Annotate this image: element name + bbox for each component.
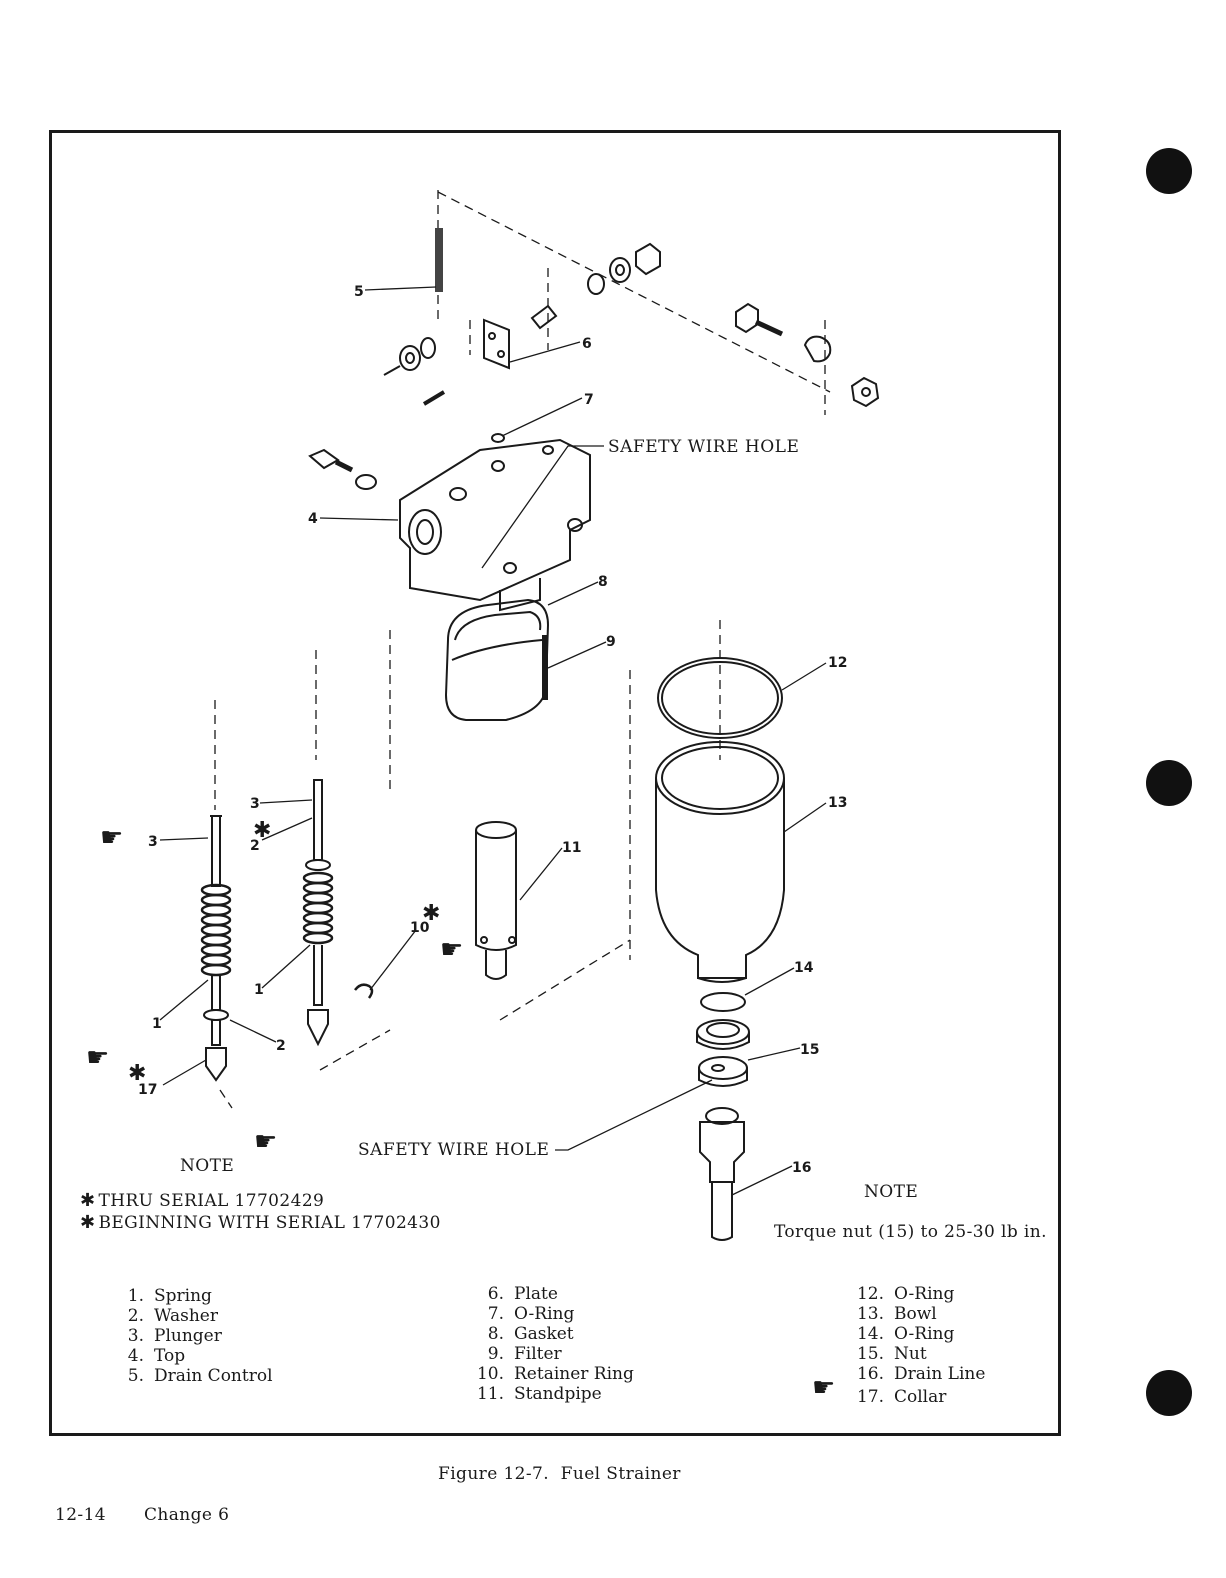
label-10: 10 (410, 920, 430, 936)
legend-item: 12.O-Ring (856, 1284, 955, 1304)
legend-item: 7.O-Ring (487, 1304, 575, 1324)
binder-hole-dot (1146, 760, 1192, 806)
pointing-hand-icon: ☛ (100, 823, 123, 853)
star-icon: ✱ (80, 1190, 96, 1211)
label-1-old: 1 (152, 1016, 162, 1032)
legend-col-2: 6.Plate 7.O-Ring 8.Gasket 9.Filter 10.Re… (470, 1284, 634, 1404)
label-1-new: 1 (254, 982, 264, 998)
nut-icon (850, 376, 880, 408)
legend-col-3: 12.O-Ring 13.Bowl 14.O-Ring 15.Nut 16.Dr… (850, 1284, 985, 1407)
pointing-hand-icon: ☛ (440, 935, 463, 965)
legend-item: 6.Plate (487, 1284, 558, 1304)
note-left-line-1: ✱THRU SERIAL 17702429 (80, 1190, 325, 1211)
label-6: 6 (582, 336, 592, 352)
page-number: 12-14 (55, 1505, 107, 1525)
label-13: 13 (828, 795, 847, 811)
label-2-new: 2 (250, 838, 260, 854)
legend-col-1: 1.Spring 2.Washer 3.Plunger 4.Top 5.Drai… (120, 1286, 273, 1386)
pointing-hand-icon: ☛ (812, 1373, 835, 1403)
change-number: Change 6 (144, 1505, 230, 1525)
label-11: 11 (562, 840, 581, 856)
gasket-filter (444, 598, 550, 721)
legend-item: 17.Collar (856, 1387, 947, 1407)
legend-item: 1.Spring (127, 1286, 212, 1306)
legend-item: 16.Drain Line (856, 1364, 986, 1384)
label-3-new: 3 (250, 796, 260, 812)
drain-line (699, 1107, 745, 1241)
note-right-title: NOTE (864, 1182, 919, 1202)
label-12: 12 (828, 655, 847, 671)
label-4: 4 (308, 511, 318, 527)
legend-item: 11.Standpipe (476, 1384, 602, 1404)
o-ring-12 (657, 657, 783, 739)
pointing-hand-icon: ☛ (86, 1043, 109, 1073)
pointing-hand-icon: ☛ (254, 1127, 277, 1157)
legend-item: 9.Filter (487, 1344, 562, 1364)
drain-control-spring (435, 228, 443, 292)
legend-item: 3.Plunger (127, 1326, 222, 1346)
plunger-assembly-old (200, 815, 232, 1082)
label-5: 5 (354, 284, 364, 300)
binder-hole-dot (1146, 1370, 1192, 1416)
plunger-assembly-new (302, 779, 334, 1047)
plate-part (483, 318, 510, 370)
label-14: 14 (794, 960, 814, 976)
nut-icon (399, 345, 421, 371)
note-right-text: Torque nut (15) to 25-30 lb in. (774, 1222, 1047, 1242)
bowl (655, 741, 785, 983)
legend-item: 5.Drain Control (127, 1366, 273, 1386)
legend-item: 15.Nut (856, 1344, 927, 1364)
legend-item: 10.Retainer Ring (476, 1364, 634, 1384)
label-17: 17 (138, 1082, 157, 1098)
clamp-part (803, 335, 832, 363)
bolt-head (635, 242, 661, 276)
safety-wire-hole-top: SAFETY WIRE HOLE (608, 437, 799, 457)
standpipe (475, 821, 517, 980)
legend-item: 4.Top (127, 1346, 186, 1366)
label-16: 16 (792, 1160, 811, 1176)
strainer-top-body (399, 438, 591, 612)
label-3-old: 3 (148, 834, 158, 850)
star-icon: ✱ (128, 1061, 146, 1086)
legend-item: 13.Bowl (856, 1304, 937, 1324)
label-15: 15 (800, 1042, 819, 1058)
label-8: 8 (598, 574, 608, 590)
star-icon: ✱ (80, 1212, 96, 1233)
star-icon: ✱ (422, 901, 440, 926)
label-7: 7 (584, 392, 594, 408)
safety-wire-hole-bottom: SAFETY WIRE HOLE (358, 1140, 549, 1160)
retainer-ring (354, 983, 374, 999)
figure-frame (49, 130, 1061, 1436)
legend-item: 8.Gasket (487, 1324, 574, 1344)
legend-item: 14.O-Ring (856, 1324, 955, 1344)
binder-hole-dot (1146, 148, 1192, 194)
star-icon: ✱ (253, 818, 271, 843)
note-left-title: NOTE (180, 1156, 235, 1176)
note-left-line-2: ✱BEGINNING WITH SERIAL 17702430 (80, 1212, 441, 1233)
small-pin (530, 304, 558, 330)
legend-item: 2.Washer (127, 1306, 218, 1326)
label-9: 9 (606, 634, 616, 650)
figure-caption: Figure 12-7. Fuel Strainer (438, 1464, 681, 1484)
label-2-old: 2 (276, 1038, 286, 1054)
